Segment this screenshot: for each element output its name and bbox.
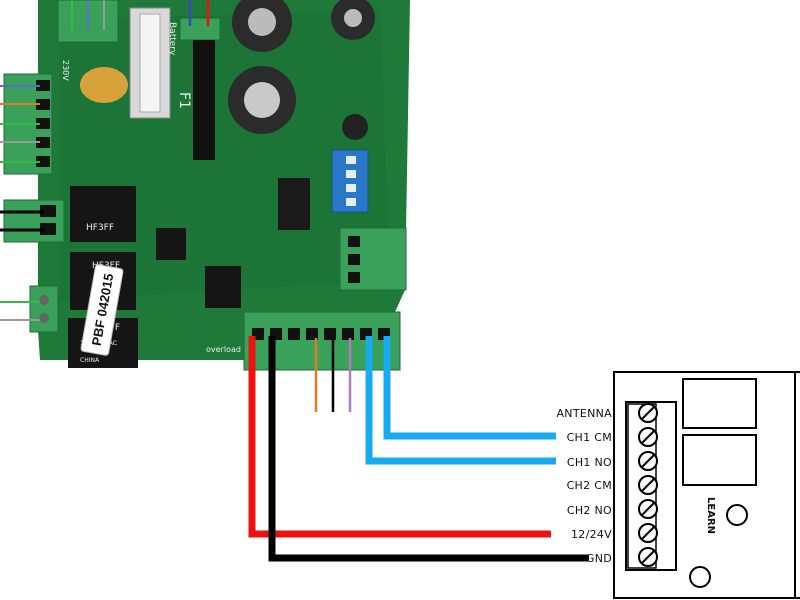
wire-red-12-24v: [248, 336, 551, 538]
screw-icon: [638, 523, 658, 543]
heatsink: [193, 40, 215, 160]
label-12-24v: 12/24V: [571, 528, 612, 541]
dip-switch: [331, 149, 369, 213]
label-ch1-no: CH1 NO: [567, 456, 612, 469]
label-ch2-cm: CH2 CM: [567, 479, 612, 492]
battery-connector: [179, 0, 221, 41]
regulator-1: [156, 228, 186, 260]
screw-icon: [638, 427, 658, 447]
wire-black-gnd: [268, 336, 589, 562]
varistor: [80, 67, 128, 103]
learn-label: LEARN: [705, 497, 716, 534]
stub-wires: [314, 338, 352, 412]
screw-icon: [638, 403, 658, 423]
receiver-component-lower: [682, 434, 757, 486]
fuse-label: F1: [176, 92, 192, 109]
relay-label-1: HF3FF: [86, 223, 114, 233]
left-terminal-block-middle: [3, 199, 65, 243]
regulator-2: [205, 266, 241, 308]
left-terminal-block-lower: [29, 285, 59, 333]
terminal-labels: ANTENNA CH1 CM CH1 NO CH2 CM CH2 NO 12/2…: [556, 407, 612, 565]
label-ch1-cm: CH1 CM: [567, 431, 612, 444]
relay-origin: CHINA: [80, 357, 100, 364]
bottom-terminal-block: [243, 311, 401, 371]
ic-chip: [278, 178, 310, 230]
screw-icon: [638, 547, 658, 567]
label-gnd: GND: [586, 552, 612, 565]
left-input-wires: [0, 85, 44, 321]
connection-wires: [248, 336, 589, 562]
label-ch2-no: CH2 NO: [567, 504, 612, 517]
receiver-led: [689, 566, 711, 588]
serial-sticker: PBF 042015: [80, 264, 124, 356]
learn-button: [726, 504, 748, 526]
wire-blue-ch1-cm: [383, 336, 556, 440]
receiver-module: LEARN: [613, 371, 800, 599]
control-board: F1 230V Battery: [0, 0, 410, 371]
screw-icon: [638, 499, 658, 519]
screw-terminals: [638, 403, 658, 567]
receiver-component-upper: [682, 378, 757, 429]
fuse: [129, 7, 171, 119]
screw-icon: [638, 451, 658, 471]
battery-label: Battery: [167, 22, 177, 56]
wire-blue-ch1-no: [365, 336, 556, 465]
screw-icon: [638, 475, 658, 495]
voltage-label: 230V: [61, 60, 70, 81]
capacitors: [228, 0, 375, 140]
right-terminal-block: [339, 227, 407, 291]
overload-label: overload: [206, 345, 241, 354]
top-terminal-block: [57, 0, 119, 43]
label-antenna: ANTENNA: [556, 407, 612, 420]
